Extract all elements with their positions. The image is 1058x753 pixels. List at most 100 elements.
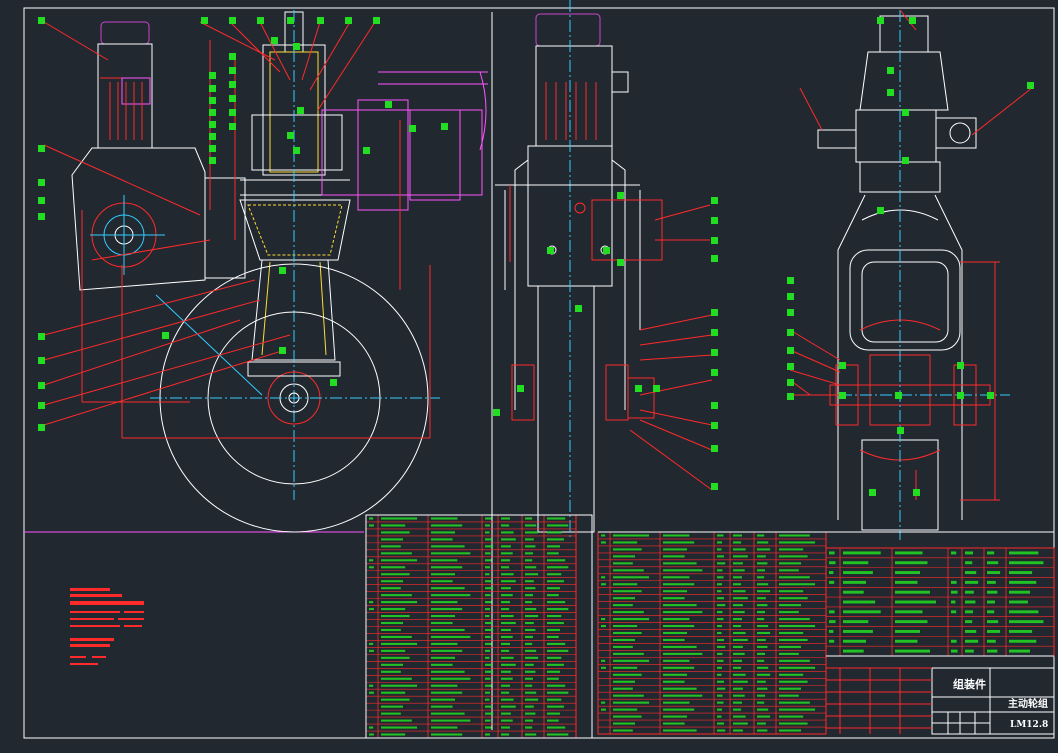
callout-balloon	[711, 402, 718, 409]
callout-balloon	[297, 107, 304, 114]
motor-front	[97, 21, 153, 149]
bom-cell-text	[757, 645, 768, 648]
bom-cell-text	[733, 548, 746, 551]
bom-cell-text	[717, 541, 722, 544]
bom-cell-text	[601, 576, 606, 579]
bom-cell-text	[965, 620, 973, 624]
bom-cell-text	[601, 624, 606, 628]
bom-cell-text	[381, 545, 401, 548]
bom-cell-text	[717, 534, 724, 537]
bom-cell-text	[965, 629, 977, 633]
bom-cell-text	[733, 666, 742, 669]
callout-balloon	[317, 17, 324, 24]
bom-cell-text	[757, 583, 769, 586]
callout-balloon	[787, 363, 794, 370]
bom-cell-text	[485, 580, 492, 583]
bom-cell-text	[987, 551, 995, 555]
callout-balloon	[38, 179, 45, 186]
bom-cell-text	[613, 631, 642, 635]
bom-cell-text	[613, 659, 650, 662]
bom-cell-text	[843, 571, 873, 575]
callout-balloon	[1027, 82, 1034, 89]
callout-balloon	[409, 125, 416, 132]
bom-cell-text	[381, 594, 412, 597]
bom-cell-text	[501, 719, 513, 722]
bom-cell-text	[733, 652, 745, 655]
bom-cell-text	[525, 719, 533, 722]
bom-cell-text	[779, 631, 804, 635]
bom-cell-text	[779, 618, 810, 621]
bom-cell-text	[757, 624, 769, 628]
callout-balloon	[877, 207, 884, 214]
bom-cell-text	[547, 615, 562, 618]
callout-balloon	[209, 97, 216, 104]
callout-balloon	[293, 147, 300, 154]
bom-cell-text	[525, 601, 533, 604]
bom-cell-text	[601, 618, 606, 621]
bom-cell-text	[525, 615, 539, 618]
callout-balloon	[711, 217, 718, 224]
bom-cell-text	[369, 733, 374, 736]
bom-cell-text	[501, 580, 516, 583]
callout-balloon	[38, 145, 45, 152]
bom-cell-text	[381, 573, 410, 576]
bom-cell-text	[485, 573, 490, 576]
bom-cell-text	[895, 551, 923, 555]
bom-cell-text	[369, 517, 374, 520]
bom-cell-text	[757, 548, 771, 551]
bom-cell-text	[717, 673, 722, 676]
bom-cell-text	[779, 659, 810, 662]
bom-cell-text	[965, 639, 979, 643]
bom-cell-text	[733, 611, 745, 614]
bom-cell-text	[779, 708, 816, 711]
bom-cell-text	[829, 561, 836, 565]
bom-cell-text	[501, 712, 511, 715]
bom-cell-text	[663, 555, 685, 558]
bom-cell-text	[733, 708, 742, 711]
callout-balloon	[38, 333, 45, 340]
bom-cell-text	[843, 620, 869, 624]
bom-cell-text	[501, 621, 516, 625]
bom-cell-text	[987, 639, 996, 643]
bom-cell-text	[613, 645, 633, 648]
bom-cell-text	[547, 698, 562, 701]
bom-cell-text	[547, 573, 562, 576]
bom-cell-text	[381, 712, 401, 715]
bom-cell-text	[987, 600, 995, 604]
bom-cell-text	[663, 680, 685, 683]
bom-cell-text	[663, 548, 687, 551]
bom-cell-text	[501, 615, 514, 618]
callout-balloon	[617, 192, 624, 199]
bom-cell-text	[733, 576, 742, 579]
bom-cell-text	[717, 708, 722, 711]
bom-cell-text	[1009, 600, 1028, 604]
bom-cell-text	[757, 666, 769, 669]
bom-cell-text	[733, 597, 748, 600]
bom-cell-text	[601, 708, 606, 711]
callout-balloon	[209, 157, 216, 164]
bom-cell-text	[717, 555, 724, 558]
bom-cell-text	[501, 517, 510, 520]
bom-cell-text	[381, 649, 406, 652]
bom-cell-text	[1009, 629, 1033, 633]
bom-cell-text	[757, 659, 765, 662]
callout-balloon	[209, 85, 216, 92]
bom-cell-text	[663, 715, 687, 718]
callout-balloon	[441, 123, 448, 130]
title-block	[826, 667, 1055, 735]
callout-balloon	[787, 329, 794, 336]
callout-balloon	[345, 17, 352, 24]
bom-cell-text	[501, 656, 514, 659]
bom-cell-text	[717, 729, 726, 732]
callout-balloon	[711, 483, 718, 490]
technical-notes	[70, 588, 144, 665]
bom-cell-text	[501, 587, 511, 590]
bom-cell-text	[485, 719, 491, 722]
bom-cell-text	[987, 580, 996, 584]
bom-cell-text	[965, 580, 979, 584]
bom-cell-text	[757, 638, 766, 642]
bom-cell-text	[485, 621, 492, 625]
bom-cell-text	[525, 642, 533, 645]
bom-cell-text	[757, 687, 768, 690]
